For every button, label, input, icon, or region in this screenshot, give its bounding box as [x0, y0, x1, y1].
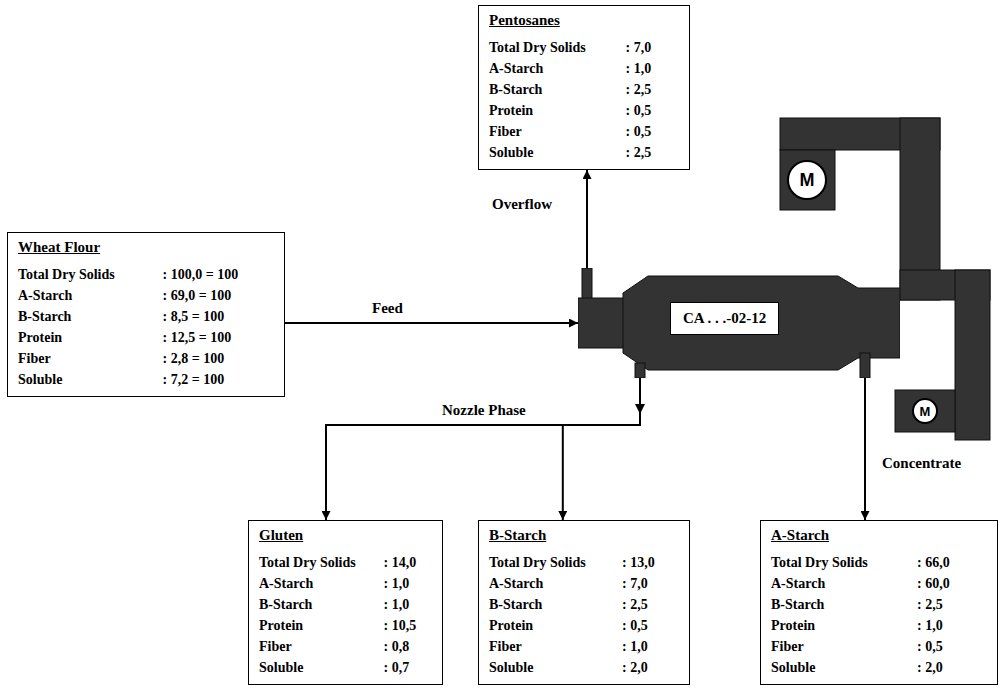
- table-cell: : 2,5: [622, 594, 679, 615]
- table-cell: : 2,5: [917, 594, 987, 615]
- table-cell: : 2,5: [626, 142, 679, 163]
- table-cell: : 13,0: [622, 552, 679, 573]
- table-cell: : 0,5: [626, 100, 679, 121]
- motor-housing: [895, 390, 955, 432]
- table-cell: Soluble: [18, 369, 151, 390]
- composition-table: Total Dry Solids : 66,0A-Starch : 60,0B-St…: [771, 552, 987, 678]
- motor-symbol: M: [787, 160, 827, 200]
- table-cell: A-Starch: [259, 573, 372, 594]
- table-cell: : 100,0 = 100: [163, 264, 274, 285]
- composition-table: Total Dry Solids : 7,0A-Starch : 1,0B-Star…: [489, 37, 679, 163]
- table-cell: Protein: [771, 615, 905, 636]
- flow-arrow: [285, 322, 578, 324]
- stream-box: GlutenTotal Dry Solids : 14,0A-Starch : 1,…: [248, 520, 443, 685]
- box-heading: Pentosanes: [489, 12, 679, 29]
- box-heading: A-Starch: [771, 527, 987, 544]
- table-cell: : 14,0: [384, 552, 432, 573]
- table-cell: B-Starch: [771, 594, 905, 615]
- table-cell: : 2,8 = 100: [163, 348, 274, 369]
- table-cell: : 69,0 = 100: [163, 285, 274, 306]
- table-cell: Total Dry Solids: [771, 552, 905, 573]
- table-cell: Protein: [489, 615, 610, 636]
- drive-column: [955, 270, 990, 440]
- box-heading: Wheat Flour: [18, 239, 274, 256]
- stream-label: Concentrate: [880, 455, 963, 472]
- table-cell: : 7,2 = 100: [163, 369, 274, 390]
- flow-arrow: [586, 170, 588, 268]
- table-cell: B-Starch: [489, 79, 614, 100]
- table-cell: : 1,0: [626, 58, 679, 79]
- table-cell: B-Starch: [259, 594, 372, 615]
- table-cell: : 66,0: [917, 552, 987, 573]
- table-cell: A-Starch: [489, 573, 610, 594]
- table-cell: Fiber: [489, 121, 614, 142]
- table-cell: : 1,0: [384, 594, 432, 615]
- table-cell: : 7,0: [626, 37, 679, 58]
- composition-table: Total Dry Solids: 14,0A-Starch: 1,0B-Sta…: [259, 552, 432, 678]
- table-cell: Soluble: [489, 142, 614, 163]
- table-cell: Fiber: [18, 348, 151, 369]
- table-cell: Total Dry Solids: [489, 552, 610, 573]
- stream-box: Wheat FlourTotal Dry Solids : 100,0 = 100…: [7, 232, 285, 397]
- box-heading: B-Starch: [489, 527, 679, 544]
- table-cell: : 1,0: [917, 615, 987, 636]
- table-cell: : 10,5: [384, 615, 432, 636]
- motor-symbol: M: [912, 398, 938, 424]
- table-cell: : 0,5: [622, 615, 679, 636]
- stream-label: Feed: [370, 300, 405, 317]
- flow-arrow: [864, 378, 866, 520]
- table-cell: : 0,8: [384, 636, 432, 657]
- flow-arrowhead: [635, 404, 645, 414]
- stream-box: PentosanesTotal Dry Solids : 7,0A-Starch:…: [478, 5, 690, 170]
- table-cell: Soluble: [771, 657, 905, 678]
- table-cell: : 7,0: [622, 573, 679, 594]
- table-cell: : 1,0: [622, 636, 679, 657]
- decanter-centrifuge: CA . . .-02-12: [578, 268, 900, 378]
- table-cell: : 0,5: [626, 121, 679, 142]
- box-heading: Gluten: [259, 527, 432, 544]
- table-cell: B-Starch: [489, 594, 610, 615]
- table-cell: Protein: [259, 615, 372, 636]
- table-cell: : 2,0: [917, 657, 987, 678]
- table-cell: Soluble: [259, 657, 372, 678]
- table-cell: Total Dry Solids: [259, 552, 372, 573]
- stream-label: Overflow: [490, 196, 554, 213]
- composition-table: Total Dry Solids : 13,0A-Starch : 7,0B-Sta…: [489, 552, 679, 678]
- table-cell: Protein: [489, 100, 614, 121]
- table-cell: : 12,5 = 100: [163, 327, 274, 348]
- table-cell: : 2,0: [622, 657, 679, 678]
- table-cell: : 0,7: [384, 657, 432, 678]
- table-cell: Fiber: [259, 636, 372, 657]
- stream-box: A-StarchTotal Dry Solids: 66,0A-Starch: …: [760, 520, 998, 685]
- table-cell: A-Starch: [489, 58, 614, 79]
- table-cell: Soluble: [489, 657, 610, 678]
- table-cell: Fiber: [489, 636, 610, 657]
- table-cell: : 8,5 = 100: [163, 306, 274, 327]
- flow-arrow: [563, 378, 640, 520]
- motor-housing: [780, 150, 835, 210]
- table-cell: Total Dry Solids: [18, 264, 151, 285]
- table-cell: Protein: [18, 327, 151, 348]
- stream-label: Nozzle Phase: [440, 402, 528, 419]
- table-cell: B-Starch: [18, 306, 151, 327]
- table-cell: Fiber: [771, 636, 905, 657]
- table-cell: : 0,5: [917, 636, 987, 657]
- table-cell: : 2,5: [626, 79, 679, 100]
- motor-letter: M: [800, 170, 815, 191]
- table-cell: Total Dry Solids: [489, 37, 614, 58]
- table-cell: A-Starch: [771, 573, 905, 594]
- table-cell: : 60,0: [917, 573, 987, 594]
- motor-letter: M: [920, 404, 931, 419]
- table-cell: : 1,0: [384, 573, 432, 594]
- flow-arrow: [326, 378, 640, 520]
- machine-label: CA . . .-02-12: [670, 302, 779, 335]
- stream-box: B-StarchTotal Dry Solids: 13,0A-Starch: …: [478, 520, 690, 685]
- table-cell: A-Starch: [18, 285, 151, 306]
- composition-table: Total Dry Solids : 100,0 = 100A-Starch : 6…: [18, 264, 274, 390]
